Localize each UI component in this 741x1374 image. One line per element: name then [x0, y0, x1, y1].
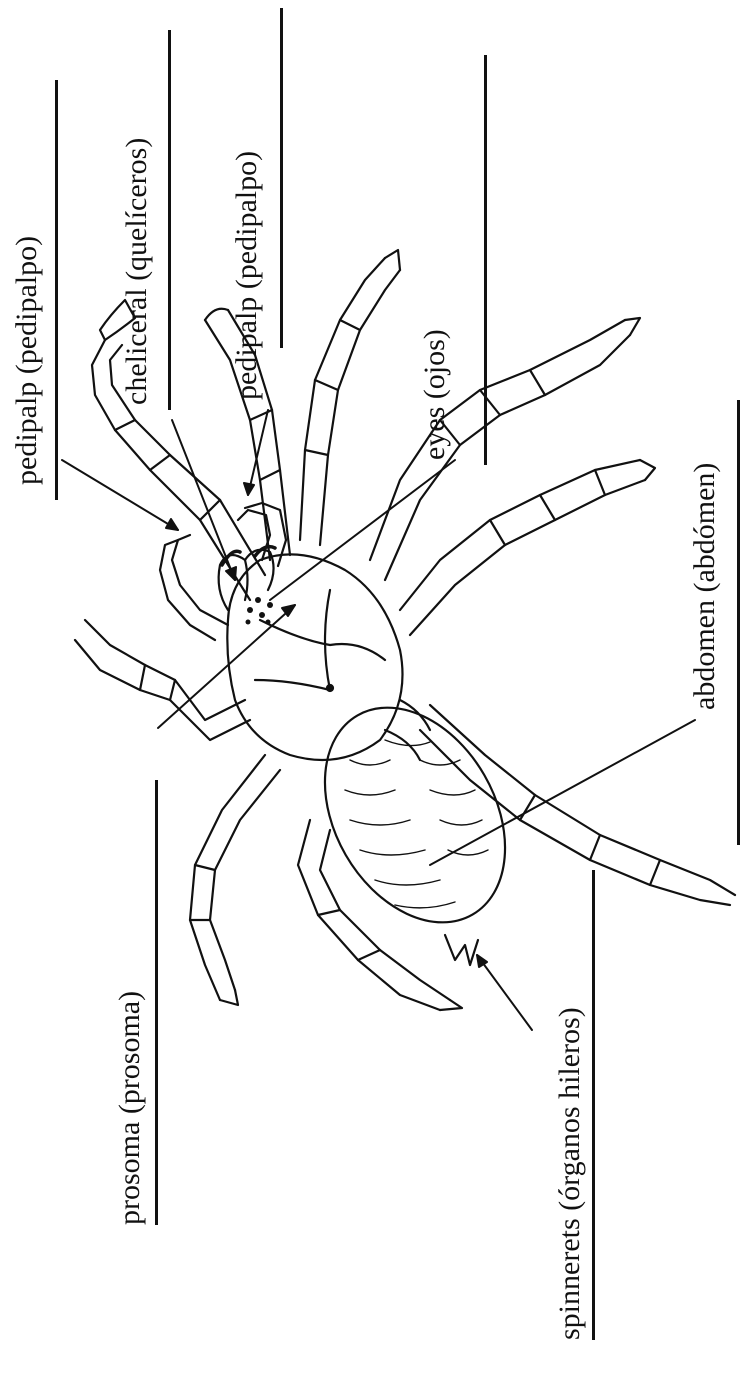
label-chelicerae: cheliceral (quelíceros) — [122, 138, 152, 405]
label-pedipalp-left: pedipalp (pedipalpo) — [12, 236, 42, 485]
label-abdomen: abdomen (abdómen) — [690, 463, 720, 710]
pointer-lines — [62, 410, 695, 1030]
leg-lower-3 — [190, 755, 280, 1005]
label-eyes: eyes (ojos) — [420, 329, 450, 460]
chelicerae — [219, 547, 275, 610]
leg-lower-2 — [298, 820, 462, 1010]
leg-upper-4 — [370, 318, 640, 580]
leg-upper-5 — [400, 460, 655, 635]
pedipalp-left-shape — [160, 535, 228, 640]
leg-lower-4 — [75, 620, 250, 740]
label-prosoma: prosoma (prosoma) — [115, 991, 145, 1225]
pedipalp-right-shape — [238, 503, 286, 566]
leg-upper-3 — [300, 250, 400, 545]
spinnerets-shape — [445, 935, 478, 965]
leg-lower-1 — [420, 705, 735, 905]
label-pedipalp-right: pedipalp (pedipalpo) — [232, 151, 262, 400]
prosoma-shape — [227, 554, 402, 760]
label-spinnerets: spinnerets (órganos hileros) — [555, 1007, 585, 1340]
